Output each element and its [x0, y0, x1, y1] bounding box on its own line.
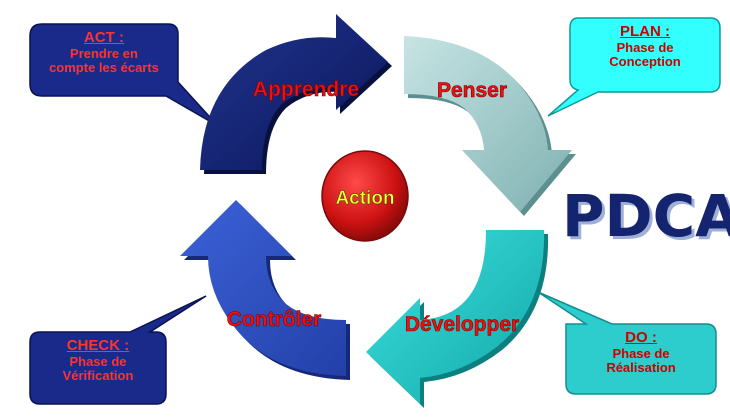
label-controler: Contrôler [227, 308, 322, 331]
callout-check-title: CHECK : [66, 337, 130, 354]
callout-plan [547, 17, 721, 117]
callout-check-line2: Vérification [62, 368, 134, 384]
arrow-penser-shape [404, 36, 572, 212]
label-penser: Penser [437, 79, 507, 102]
callout-act-shape [29, 23, 219, 127]
arrow-controler-shape [180, 200, 346, 376]
arrow-penser [404, 36, 576, 216]
callout-act [29, 23, 219, 127]
callout-do-shape [537, 291, 717, 395]
center-label: Action [335, 188, 394, 209]
arrow-developper [366, 230, 549, 408]
callout-plan-line2: Conception [609, 54, 681, 70]
callout-plan-text: PLAN : Phase de Conception [572, 23, 718, 70]
callout-act-title: ACT : [84, 29, 124, 46]
callout-do-text: DO : Phase de Réalisation [566, 329, 716, 376]
callout-check-text: CHECK : Phase de Vérification [30, 337, 166, 384]
arrow-developper-shape [366, 230, 545, 404]
callout-plan-title: PLAN : [620, 23, 670, 40]
callout-do-title: DO : [625, 329, 657, 346]
arrow-apprendre [200, 14, 392, 174]
callout-do-line1: Phase de [612, 345, 670, 361]
pdca-logo-text: PDCA [562, 182, 730, 250]
callout-plan-shape [547, 17, 721, 117]
callout-do-line2: Réalisation [606, 360, 676, 376]
callout-act-text: ACT : Prendre en compte les écarts [30, 29, 178, 76]
callout-check-line1: Phase de [69, 353, 127, 369]
callout-check-shape [29, 295, 207, 405]
pdca-logo: PDCA PDCA [562, 182, 730, 253]
label-apprendre: Apprendre [253, 78, 359, 101]
callout-act-line1: Prendre en [70, 45, 138, 61]
callout-check [29, 295, 207, 405]
svg-text:PDCA: PDCA [565, 185, 730, 253]
callout-act-line2: compte les écarts [49, 60, 159, 76]
arrow-controler [180, 200, 350, 380]
arrow-apprendre-shape [200, 14, 388, 170]
callout-plan-line1: Phase de [616, 39, 674, 55]
center-ball: Action [321, 150, 409, 242]
callout-do [537, 291, 717, 395]
label-developper: Développer [405, 313, 519, 336]
